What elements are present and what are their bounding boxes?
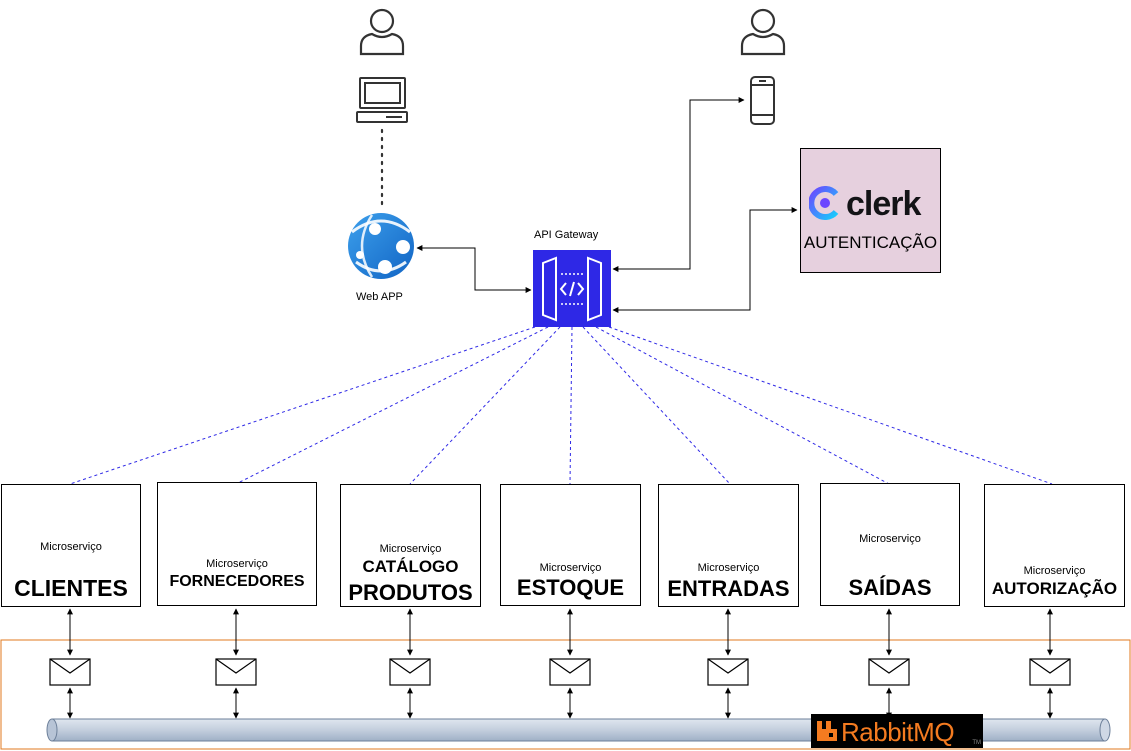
gateway-auth-connector [612, 207, 798, 313]
envelope-icon [707, 658, 749, 686]
smartphone-icon [750, 76, 775, 125]
laptop-icon [356, 77, 408, 123]
microservice-name: ENTRADAS [667, 576, 790, 601]
web-app-label: Web APP [356, 291, 403, 303]
microservice-box-saidas: Microserviço SAÍDAS [820, 483, 960, 606]
rabbitmq-logo-icon [817, 721, 837, 741]
user-icon [359, 8, 405, 56]
microservice-box-clientes: Microserviço CLIENTES [1, 484, 141, 607]
gateway-service-links [69, 326, 1053, 485]
message-bus-container [0, 639, 1131, 750]
gateway-phone-connector [612, 97, 745, 272]
rabbitmq-logo: RabbitMQ TM [811, 714, 983, 748]
microservice-name-line1: CATÁLOGO [362, 557, 459, 576]
auth-label: AUTENTICAÇÃO [803, 233, 938, 252]
microservice-subtitle: Microserviço [379, 543, 442, 555]
microservice-subtitle: Microserviço [859, 533, 921, 545]
envelope-icon [389, 658, 431, 686]
auth-box: clerk AUTENTICAÇÃO [800, 148, 941, 273]
microservice-box-catalogo-produtos: Microserviço CATÁLOGO PRODUTOS [340, 484, 481, 607]
microservice-subtitle: Microserviço [539, 562, 602, 574]
microservice-name: AUTORIZAÇÃO [991, 579, 1118, 598]
microservice-name: FORNECEDORES [169, 573, 305, 590]
microservice-subtitle: Microserviço [1023, 565, 1086, 577]
microservice-subtitle: Microserviço [697, 562, 760, 574]
rabbitmq-trademark: TM [972, 740, 981, 746]
clerk-logo-icon [809, 186, 839, 220]
envelope-icon [215, 658, 257, 686]
rabbitmq-label: RabbitMQ [841, 717, 955, 747]
envelope-icon [1029, 658, 1071, 686]
webapp-gateway-connector [416, 245, 532, 293]
user-icon [740, 8, 786, 56]
microservice-name: CLIENTES [14, 575, 128, 601]
clerk-logo-text: clerk [846, 185, 921, 223]
api-gateway-label: API Gateway [534, 229, 599, 241]
envelope-icon [549, 658, 591, 686]
microservice-box-autorizacao: Microserviço AUTORIZAÇÃO [984, 484, 1125, 607]
web-app-globe-icon [348, 213, 414, 279]
envelope-icon [49, 658, 91, 686]
envelope-icon [868, 658, 910, 686]
microservice-name: SAÍDAS [848, 575, 932, 600]
microservice-name: PRODUTOS [348, 580, 473, 605]
microservice-name: ESTOQUE [516, 575, 625, 600]
microservice-box-estoque: Microserviço ESTOQUE [500, 484, 641, 606]
microservice-box-fornecedores: Microserviço FORNECEDORES [157, 482, 317, 606]
microservice-subtitle: Microserviço [206, 558, 268, 570]
microservice-subtitle: Microserviço [40, 541, 102, 553]
microservice-box-entradas: Microserviço ENTRADAS [658, 484, 799, 607]
api-gateway-icon [533, 250, 611, 327]
